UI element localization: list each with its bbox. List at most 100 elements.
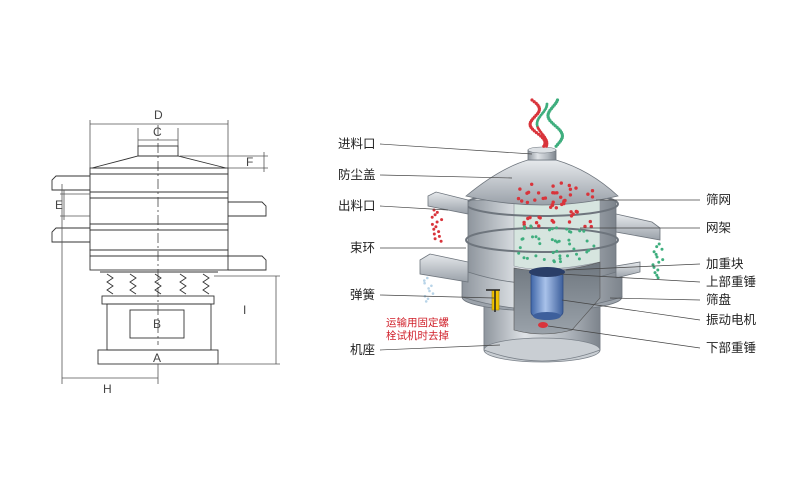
particle — [583, 224, 587, 229]
particle — [654, 252, 658, 256]
particle — [582, 229, 586, 233]
particle — [533, 198, 537, 202]
particle — [657, 260, 661, 264]
particle — [551, 184, 555, 188]
label-inlet: 进料口 — [338, 136, 376, 151]
drawing-deck-2 — [89, 197, 229, 225]
label-clamp-ring: 束环 — [350, 240, 375, 255]
upper-weight — [529, 267, 565, 277]
base-outline — [483, 300, 601, 362]
label-upper-weight: 上部重锤 — [706, 274, 756, 289]
particle — [574, 209, 578, 214]
particle — [575, 252, 578, 256]
particle — [530, 98, 534, 102]
leader-lines-left — [379, 143, 533, 351]
drawing-outlet-left-2 — [51, 227, 90, 243]
leader-lines-right — [547, 199, 701, 349]
dim-label-e: E — [55, 198, 63, 212]
particle — [522, 256, 526, 260]
particle — [566, 254, 569, 258]
particle — [550, 203, 554, 207]
base-rim — [483, 337, 601, 363]
particle — [433, 213, 437, 217]
particle — [526, 216, 530, 221]
particle — [592, 244, 596, 248]
leader-outlet — [379, 205, 449, 211]
particle — [550, 227, 554, 231]
clamp-ring-lower — [465, 227, 619, 253]
particle — [652, 250, 656, 254]
outlet-lower-right — [615, 261, 641, 279]
engineering-drawing: D C F E — [51, 108, 280, 396]
particle — [554, 206, 558, 210]
particle — [537, 237, 541, 241]
particle — [545, 145, 548, 148]
particle — [434, 225, 438, 229]
particle — [651, 263, 655, 267]
particle — [586, 192, 590, 196]
particle — [440, 218, 444, 222]
particle — [523, 227, 526, 230]
dim-label-c: C — [153, 125, 162, 139]
particle — [550, 238, 554, 242]
particle — [652, 265, 656, 269]
particle — [534, 221, 539, 225]
particle — [656, 276, 660, 280]
particle — [552, 260, 556, 264]
particle — [518, 246, 522, 250]
dim-label-h: H — [103, 382, 112, 396]
drawing-motor-box — [129, 309, 185, 339]
particle — [548, 228, 551, 232]
particle — [660, 247, 664, 251]
leader-screen-plate — [609, 297, 701, 301]
particle — [655, 255, 659, 259]
particle — [559, 195, 563, 199]
particle — [590, 189, 595, 193]
particle — [534, 131, 539, 135]
particle — [577, 257, 581, 261]
particle — [432, 227, 436, 231]
particle — [542, 258, 546, 261]
particle — [565, 227, 569, 231]
particle — [549, 205, 553, 209]
particle — [541, 196, 545, 201]
particle — [537, 224, 541, 228]
material-particles — [423, 98, 665, 303]
particle — [426, 297, 430, 301]
particle — [568, 193, 573, 197]
particle — [562, 201, 566, 206]
particle — [558, 254, 562, 258]
particle — [559, 181, 563, 185]
motor-bottom — [533, 312, 561, 320]
outlet-lower-left — [419, 253, 469, 283]
label-lower-weight: 下部重锤 — [706, 340, 756, 355]
particle — [661, 258, 665, 262]
particle — [655, 245, 659, 249]
inlet-mouth — [527, 146, 557, 154]
particle — [657, 242, 661, 246]
particle — [520, 237, 524, 241]
particle — [567, 238, 571, 242]
particle — [568, 242, 572, 246]
particle — [525, 256, 529, 260]
label-weight-block: 加重块 — [706, 256, 744, 271]
particle — [529, 224, 533, 228]
particle — [551, 251, 555, 255]
particle — [432, 232, 436, 236]
particle — [538, 242, 542, 246]
particle — [585, 239, 589, 243]
particle — [555, 240, 559, 244]
particle — [526, 190, 531, 194]
label-screen-plate: 筛盘 — [706, 292, 731, 307]
particle — [426, 276, 429, 280]
particle — [517, 251, 521, 255]
leader-inlet — [379, 143, 533, 155]
particle — [423, 281, 426, 285]
dim-label-f: F — [246, 155, 253, 169]
particle — [439, 239, 443, 243]
particle — [431, 292, 435, 295]
particle — [518, 187, 522, 191]
outlet-right — [615, 213, 661, 241]
dust-cover — [465, 159, 619, 206]
particle — [578, 229, 582, 233]
